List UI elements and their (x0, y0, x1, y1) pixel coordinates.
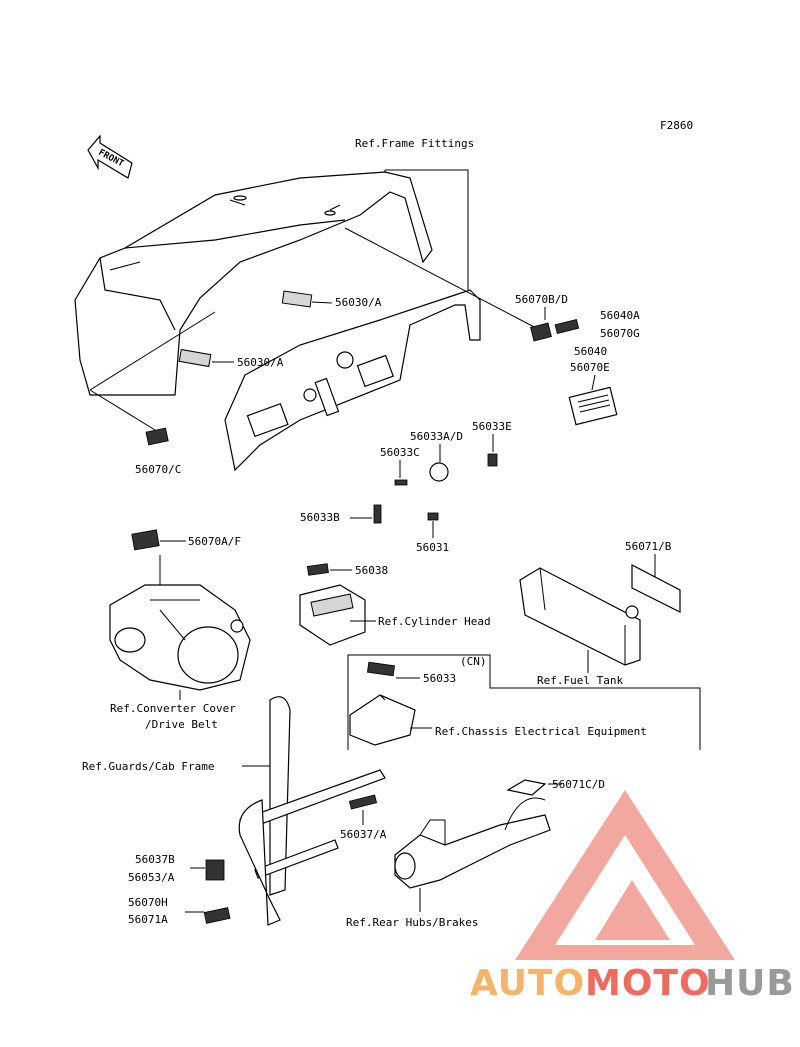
decal-56037b (205, 859, 225, 881)
cab-frame (238, 696, 386, 926)
decal-56070bd (530, 322, 552, 342)
ref-guards-cab-frame: Ref.Guards/Cab Frame (82, 760, 214, 773)
figure-id: F2860 (660, 119, 693, 132)
label-56070g: 56070G (600, 327, 640, 340)
label-56071a: 56071A (128, 913, 168, 926)
leader-frame-fittings (385, 169, 469, 290)
ref-converter-cover: Ref.Converter Cover (110, 702, 236, 715)
rear-hub-assembly (394, 797, 551, 889)
decal-56033e (487, 453, 498, 467)
decal-56030a-top (281, 290, 313, 308)
label-56040: 56040 (574, 345, 607, 358)
decal-56070h (203, 907, 231, 924)
label-56033ad: 56033A/D (410, 430, 463, 443)
label-56070c: 56070/C (135, 463, 181, 476)
cn-bracket (347, 654, 701, 750)
label-56071b: 56071/B (625, 540, 672, 553)
label-56033: 56033 (423, 672, 456, 685)
watermark-logo (515, 790, 735, 960)
decal-56038 (306, 563, 329, 576)
decal-56030a-left (178, 348, 212, 368)
label-56037b: 56037B (135, 853, 175, 866)
front-arrow-icon: FRONT (87, 134, 133, 179)
dash-panel (224, 289, 481, 472)
ref-frame-fittings: Ref.Frame Fittings (355, 137, 474, 150)
label-56070bd: 56070B/D (515, 293, 568, 306)
label-56030a-top: 56030/A (335, 296, 382, 309)
label-56033c: 56033C (380, 446, 420, 459)
label-56070af: 56070A/F (188, 535, 241, 548)
ref-drive-belt: /Drive Belt (145, 718, 218, 731)
decal-56033ad (429, 462, 449, 482)
label-56038: 56038 (355, 564, 388, 577)
body-shell (74, 171, 433, 396)
watermark-text: AUTO MOTO HUB (470, 963, 795, 1004)
decal-56033c (394, 479, 408, 486)
decal-56070af (131, 529, 160, 551)
label-56031: 56031 (416, 541, 449, 554)
decal-56033 (366, 661, 396, 677)
svg-text:HUB: HUB (705, 963, 795, 1004)
decal-56071cd (506, 779, 547, 796)
label-56053a: 56053/A (128, 871, 175, 884)
decal-56037a (348, 794, 378, 810)
label-56033b: 56033B (300, 511, 340, 524)
label-56070h: 56070H (128, 896, 168, 909)
decal-56040 (568, 386, 618, 426)
decal-56070c (145, 427, 169, 446)
label-56037a: 56037/A (340, 828, 387, 841)
label-56071cd: 56071C/D (552, 778, 605, 791)
ref-chassis-electrical: Ref.Chassis Electrical Equipment (435, 725, 647, 738)
cn-tag: (CN) (460, 655, 487, 668)
ref-fuel-tank: Ref.Fuel Tank (537, 674, 623, 687)
ecu-box (349, 694, 416, 746)
decal-56033b (373, 504, 382, 524)
label-56030a-left: 56030/A (237, 356, 284, 369)
decal-56071b (631, 564, 681, 613)
decal-56040a (554, 319, 580, 335)
fuel-tank (519, 567, 641, 666)
svg-text:MOTO: MOTO (585, 963, 711, 1004)
ref-cylinder-head: Ref.Cylinder Head (378, 615, 491, 628)
svg-text:AUTO: AUTO (470, 963, 585, 1004)
label-56070e: 56070E (570, 361, 610, 374)
converter-housing (109, 584, 251, 691)
cylinder-head (299, 584, 366, 646)
label-56040a: 56040A (600, 309, 640, 322)
decal-56031 (427, 512, 439, 521)
label-56033e: 56033E (472, 420, 512, 433)
ref-rear-hubs-brakes: Ref.Rear Hubs/Brakes (346, 916, 478, 929)
